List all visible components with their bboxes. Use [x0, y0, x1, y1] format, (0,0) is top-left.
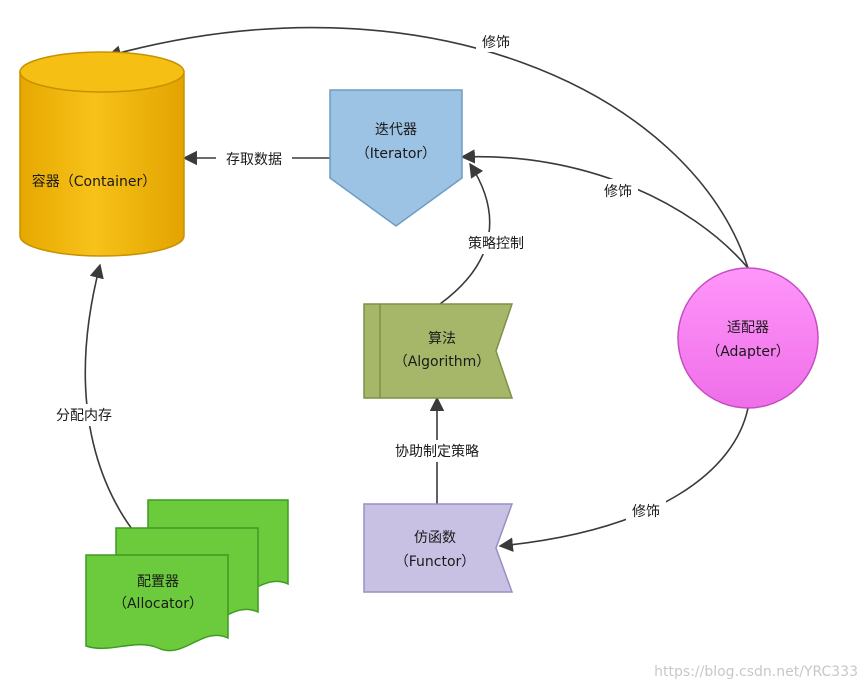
node-algorithm: 算法 （Algorithm） [363, 303, 514, 399]
edge-adapter-to-functor [498, 407, 749, 552]
node-iterator-label: 迭代器 [375, 122, 417, 138]
edge-label-iterator-container: 存取数据 [226, 152, 282, 168]
edge-label-adapter-functor: 修饰 [632, 504, 660, 520]
node-container: 容器（Container） [19, 51, 185, 257]
edge-label-allocator-container: 分配内存 [56, 408, 112, 424]
node-container-label: 容器（Container） [32, 173, 156, 190]
node-adapter-sublabel: （Adapter） [706, 344, 790, 360]
edge-adapter-to-container [106, 26, 749, 269]
node-algorithm-sublabel: （Algorithm） [394, 354, 491, 370]
node-functor: 仿函数 （Functor） [363, 503, 514, 593]
node-adapter-label: 适配器 [727, 320, 769, 336]
node-allocator: 配置器 （Allocator） [85, 499, 289, 652]
node-allocator-label: 配置器 [137, 574, 179, 590]
allocator-sheet-front [85, 554, 229, 652]
edge-label-adapter-container: 修饰 [482, 35, 510, 51]
edge-label-functor-algorithm: 协助制定策略 [395, 443, 479, 460]
node-algorithm-label: 算法 [428, 331, 456, 347]
node-iterator-sublabel: （Iterator） [356, 146, 436, 162]
node-adapter: 适配器 （Adapter） [677, 267, 819, 409]
node-functor-sublabel: （Functor） [395, 554, 476, 570]
watermark: https://blog.csdn.net/YRC333 [654, 664, 858, 680]
edge-label-adapter-iterator: 修饰 [604, 184, 632, 200]
node-allocator-sublabel: （Allocator） [113, 596, 203, 612]
node-iterator: 迭代器 （Iterator） [329, 89, 463, 227]
node-functor-label: 仿函数 [414, 530, 456, 546]
edge-labels: 修饰 修饰 修饰 存取数据 策略控制 协助制定策略 分配内存 [46, 30, 666, 521]
edge-label-algorithm-iterator: 策略控制 [468, 235, 524, 252]
